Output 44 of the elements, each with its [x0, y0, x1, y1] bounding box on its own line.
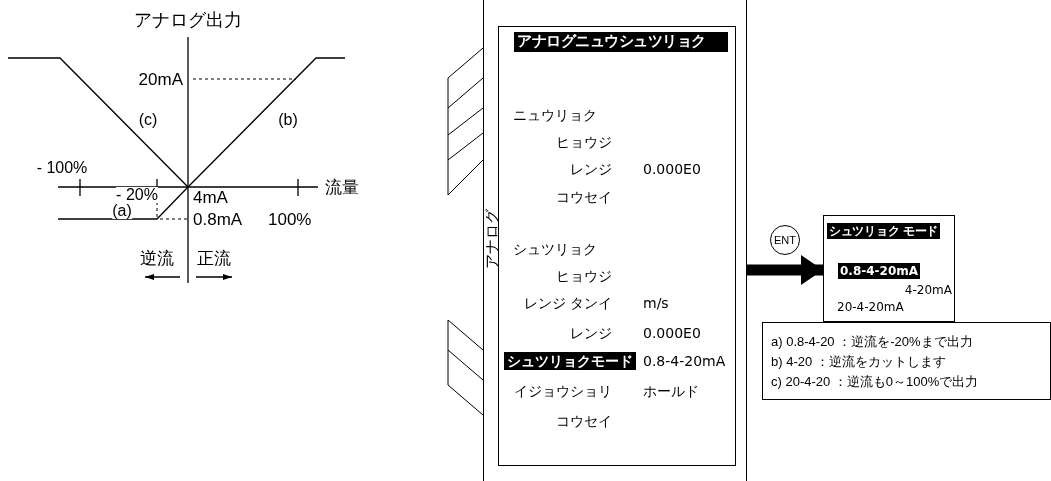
device-panel	[483, 0, 747, 481]
menu-window	[823, 215, 955, 322]
axis-label: (c)	[138, 112, 158, 128]
menu-item: イジョウショリ	[513, 382, 613, 401]
axis-label: 正流	[197, 249, 231, 267]
menu-item: レンジ	[569, 160, 613, 179]
menu-item: ヒョウジ	[555, 133, 613, 152]
note-box	[762, 322, 1051, 400]
key-label: ENT	[774, 234, 796, 246]
menu-item: ホールド	[642, 382, 700, 401]
menu-item: コウセイ	[555, 412, 613, 431]
menu-item: ヒョウジ	[555, 267, 613, 286]
menu-item: 0.8-4-20mA	[642, 352, 727, 371]
arrow	[747, 255, 823, 285]
note-line: a) 0.8-4-20 ：逆流を-20%まで出力	[771, 333, 973, 351]
menu-item: 20-4-20mA	[836, 299, 905, 316]
key-button	[770, 225, 800, 255]
axis-label: - 20%	[116, 187, 158, 203]
highlighted-item: シュツリョク モード	[827, 223, 941, 240]
menu-item: コウセイ	[555, 188, 613, 207]
axis-label: (a)	[112, 203, 132, 219]
menu-item: 0.000E0	[642, 160, 702, 179]
axis-label: 流量	[325, 178, 359, 196]
display-screen	[498, 26, 736, 466]
axis-label: 4mA	[193, 188, 228, 206]
note-line: c) 20-4-20 ：逆流も0～100%で出力	[771, 373, 979, 391]
highlighted-item: シュツリョクモード	[504, 352, 636, 371]
menu-item: m/s	[642, 294, 670, 313]
menu-item: 4-20mA	[903, 282, 953, 299]
menu-item: シュツリョク	[512, 240, 598, 259]
axis-label: - 100%	[36, 160, 88, 176]
axis-label: 100%	[268, 210, 312, 228]
highlighted-item: 0.8-4-20mA	[838, 263, 921, 280]
menu-item: ニュウリョク	[512, 106, 598, 125]
axis-title: アナログ出力	[134, 11, 242, 29]
menu-item: 0.000E0	[642, 324, 702, 343]
axis-label: (b)	[278, 112, 298, 128]
menu-item: レンジ タンイ	[522, 294, 613, 313]
highlighted-item: アナログニュウシュツリョク	[514, 32, 728, 52]
menu-item: レンジ	[569, 324, 613, 343]
axis-label: 20mA	[138, 70, 183, 88]
note-line: b) 4-20 ：逆流をカットします	[771, 353, 946, 371]
axis-label: 逆流	[140, 249, 174, 267]
axis-label: 0.8mA	[193, 210, 243, 228]
